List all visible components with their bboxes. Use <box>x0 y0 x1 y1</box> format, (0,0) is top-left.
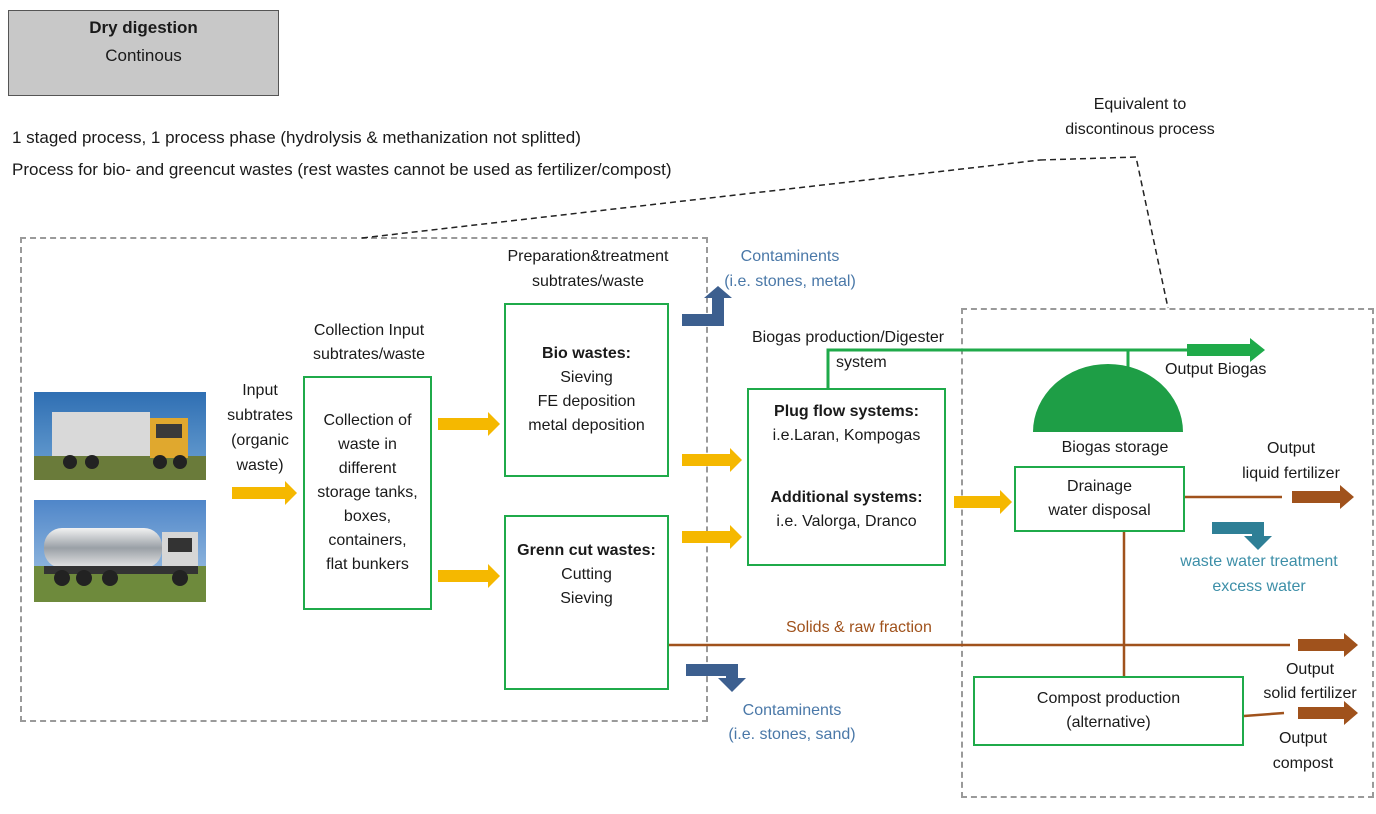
diagram-title: Dry digestion <box>89 18 198 37</box>
description-line-2: Process for bio- and greencut wastes (re… <box>12 160 672 179</box>
drainage-line-2: water disposal <box>1048 502 1151 519</box>
bio-wastes-line: FE deposition <box>537 393 636 410</box>
green-cut-box: Grenn cut wastes: Cutting Sieving <box>504 515 669 690</box>
bio-wastes-line: metal deposition <box>528 417 645 434</box>
arrow-output-liquid <box>1292 485 1354 509</box>
arrow-contaminants-bottom <box>686 664 746 692</box>
collection-line: flat bunkers <box>326 556 409 573</box>
digester-box: Plug flow systems: i.e.Laran, Kompogas A… <box>747 388 946 566</box>
digester-heading-line-2: system <box>836 354 887 371</box>
preparation-heading-line-1: Preparation&treatment <box>507 248 669 265</box>
collection-heading-line-1: Collection Input <box>313 322 425 339</box>
collection-line: containers, <box>328 532 407 549</box>
waste-water-line-1: waste water treatment <box>1180 553 1338 570</box>
collection-line: different <box>338 460 397 477</box>
collection-line: Collection of <box>323 412 412 429</box>
contaminants-top-line-1: Contaminents <box>740 248 840 265</box>
compost-line-2: (alternative) <box>1066 714 1151 731</box>
arrow-output-compost <box>1298 701 1358 725</box>
plug-flow-title: Plug flow systems: <box>774 403 919 420</box>
bio-wastes-line: Sieving <box>560 369 613 386</box>
description-line-1: 1 staged process, 1 process phase (hydro… <box>12 128 581 147</box>
output-compost-line-2: compost <box>1272 755 1334 772</box>
input-label-line-4: waste) <box>236 457 284 474</box>
collection-line: boxes, <box>343 508 392 525</box>
contaminants-top-line-2: (i.e. stones, metal) <box>724 273 856 290</box>
output-solid-line-2: solid fertilizer <box>1263 685 1357 702</box>
additional-systems-title: Additional systems: <box>770 489 923 506</box>
arrow-collection-to-bio <box>438 412 500 436</box>
output-liquid-line-2: liquid fertilizer <box>1242 465 1340 482</box>
tanker-photo <box>34 500 206 602</box>
drainage-line-1: Drainage <box>1067 478 1132 495</box>
green-cut-line: Cutting <box>561 566 612 583</box>
solids-label: Solids & raw fraction <box>786 619 932 636</box>
bio-wastes-title: Bio wastes: <box>542 345 631 362</box>
drainage-box: Drainage water disposal <box>1014 466 1185 532</box>
green-cut-line: Sieving <box>560 590 613 607</box>
collection-heading-line-2: subtrates/waste <box>312 346 426 363</box>
collection-line: waste in <box>338 436 397 453</box>
biogas-line <box>826 348 1187 388</box>
equivalent-note-line-2: discontinous process <box>1065 121 1215 138</box>
truck-photo <box>34 392 206 480</box>
output-compost-line-1: Output <box>1278 730 1328 747</box>
biogas-storage-label: Biogas storage <box>1061 439 1169 456</box>
arrow-greencut-to-digester <box>682 525 742 549</box>
diagram-subtitle: Continous <box>105 46 182 65</box>
output-liquid-line-1: Output <box>1266 440 1316 457</box>
compost-line-1: Compost production <box>1036 690 1181 707</box>
contaminants-bottom-line-2: (i.e. stones, sand) <box>728 726 856 743</box>
arrow-output-solid <box>1298 633 1358 657</box>
green-cut-title: Grenn cut wastes: <box>517 542 656 559</box>
waste-water-line-2: excess water <box>1212 578 1306 595</box>
yellow-flow-arrows <box>232 412 1012 588</box>
output-solid-line-1: Output <box>1285 661 1335 678</box>
arrow-contaminants-top <box>682 286 732 326</box>
input-label-line-1: Input <box>242 382 278 399</box>
preparation-heading-line-2: subtrates/waste <box>531 273 645 290</box>
post-treatment-dashed-region <box>961 308 1374 798</box>
equivalent-dashed-line-left <box>361 159 1041 239</box>
collection-line: storage tanks, <box>317 484 418 501</box>
arrow-waste-water <box>1212 522 1272 550</box>
contaminants-bottom-line-1: Contaminents <box>742 702 842 719</box>
equivalent-note-line-1: Equivalent to <box>1093 96 1187 113</box>
biogas-storage-dome <box>1033 364 1183 432</box>
bio-wastes-box: Bio wastes: Sieving FE deposition metal … <box>504 303 669 477</box>
input-label-line-3: (organic <box>231 432 289 449</box>
additional-systems-examples: i.e. Valorga, Dranco <box>776 513 917 530</box>
input-label-line-2: subtrates <box>227 407 293 424</box>
output-biogas-label: Output Biogas <box>1165 361 1267 378</box>
arrow-digester-to-drainage <box>954 490 1012 514</box>
compost-box: Compost production (alternative) <box>973 676 1244 746</box>
arrow-bio-to-digester <box>682 448 742 472</box>
arrow-output-biogas <box>1187 338 1265 362</box>
collection-box: Collection of waste in different storage… <box>303 376 432 610</box>
digester-heading-line-1: Biogas production/Digester <box>752 329 945 346</box>
compost-to-output-line <box>1243 711 1285 718</box>
title-box: Dry digestion Continous <box>8 10 279 96</box>
plug-flow-examples: i.e.Laran, Kompogas <box>772 427 921 444</box>
equivalent-dashed-line-right <box>1039 156 1169 309</box>
arrow-collection-to-greencut <box>438 564 500 588</box>
arrow-input-to-collection <box>232 481 297 505</box>
